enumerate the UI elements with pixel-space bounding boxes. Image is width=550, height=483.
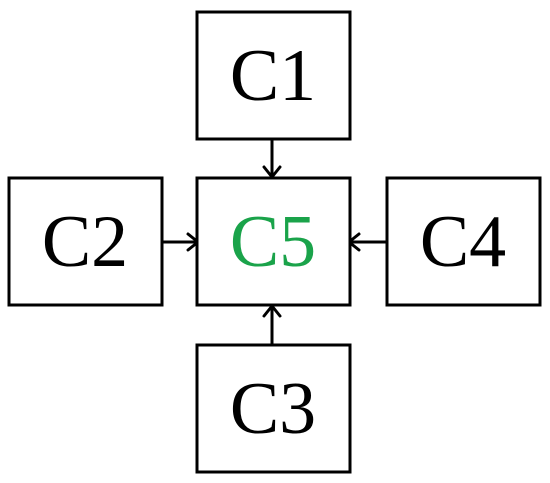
- edge-c4-to-c5: [347, 232, 387, 252]
- node-c4-label: C4: [420, 201, 506, 283]
- node-c3: C3: [195, 343, 352, 474]
- edge-c2-to-c5: [162, 232, 200, 252]
- node-c4: C4: [385, 176, 542, 307]
- node-c3-label: C3: [230, 368, 316, 450]
- node-c5-label: C5: [230, 201, 316, 283]
- edge-c1-to-c5: [262, 139, 282, 179]
- node-c1: C1: [195, 10, 352, 141]
- edge-c3-to-c5: [262, 304, 282, 345]
- node-c5: C5: [195, 176, 352, 307]
- node-c1-label: C1: [230, 35, 316, 117]
- node-c2: C2: [7, 176, 164, 307]
- node-c2-label: C2: [42, 201, 128, 283]
